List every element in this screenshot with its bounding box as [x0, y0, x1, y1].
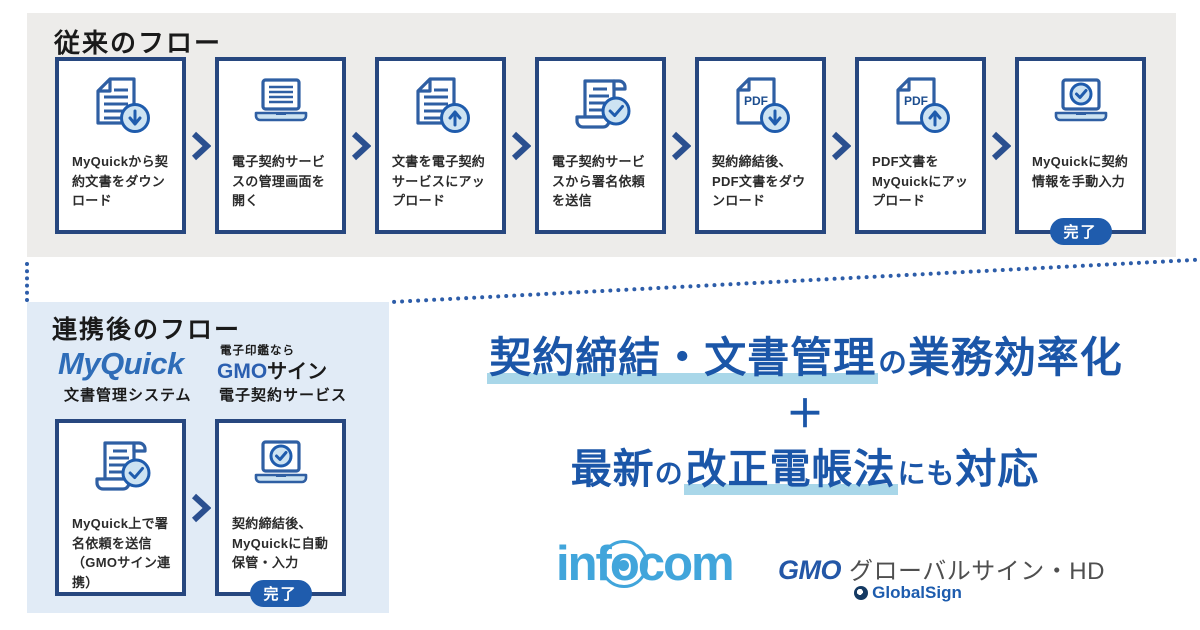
- flow-step-text: 文書を電子契約サービスにアップロード: [392, 154, 486, 208]
- headline-line2-rest: 対応: [955, 446, 1040, 493]
- infocom-logo-target-icon: o: [599, 536, 648, 592]
- gmo-hd-logo-rest: グローバルサイン・HD: [849, 558, 1105, 585]
- flow-step: 契約締結後、MyQuickに自動保管・入力完了: [215, 419, 346, 607]
- headline-line1-particle: の: [878, 347, 908, 379]
- legacy-flow-title: 従来のフロー: [54, 28, 223, 58]
- svg-text:PDF: PDF: [904, 94, 928, 108]
- headline: 契約締結・文書管理の業務効率化 ＋ 最新の改正電帳法にも対応: [450, 332, 1160, 496]
- scroll-check-icon: [59, 436, 182, 500]
- headline-line2-highlight: 改正電帳法: [683, 446, 898, 496]
- flow-step: MyQuickから契約文書をダウンロード: [55, 57, 186, 234]
- scroll-check-icon: [539, 74, 662, 138]
- flow-step-text: MyQuick上で署名依頼を送信（GMOサイン連携）: [72, 516, 171, 590]
- arrow-right-icon: [186, 57, 215, 234]
- gmo-hd-logo-gmo: GMO: [778, 555, 842, 585]
- flow-step-text: 電子契約サービスから署名依頼を送信: [552, 154, 646, 208]
- gmo-sign-logo-gmo: GMO: [217, 360, 268, 383]
- globalsign-logo: GlobalSign: [828, 583, 988, 603]
- dotted-separator-vertical: [25, 262, 29, 302]
- gmo-sign-tagline: 電子印鑑なら: [220, 345, 295, 357]
- headline-plus: ＋: [785, 393, 824, 436]
- flow-step: 文書を電子契約サービスにアップロード: [375, 57, 506, 234]
- gmo-sign-logo: GMOサイン: [217, 355, 327, 384]
- infocom-outer-ring-icon: [599, 540, 648, 588]
- flow-step-text: 電子契約サービスの管理画面を開く: [232, 154, 326, 208]
- flow-step-text: MyQuickから契約文書をダウンロード: [72, 154, 169, 208]
- headline-line1-rest: 業務効率化: [907, 334, 1123, 381]
- laptop-check-icon: [1019, 74, 1142, 134]
- flow-step: MyQuick上で署名依頼を送信（GMOサイン連携）: [55, 419, 186, 596]
- infocom-logo: infocom: [556, 536, 735, 592]
- globalsign-icon: [854, 586, 869, 600]
- pdf-upload-icon: PDF: [859, 74, 982, 138]
- flow-step: 電子契約サービスから署名依頼を送信: [535, 57, 666, 234]
- gmo-sign-label: 電子契約サービス: [219, 387, 348, 404]
- dotted-separator-diagonal: [392, 257, 1200, 304]
- myquick-label: 文書管理システム: [64, 387, 192, 404]
- myquick-logo: MyQuick: [58, 346, 184, 381]
- headline-line2-small: にも: [897, 458, 956, 490]
- flow-step-text: 契約締結後、MyQuickに自動保管・入力: [232, 516, 329, 570]
- legacy-flow-steps: MyQuickから契約文書をダウンロード 電子契約サービスの管理画面を開く 文書…: [55, 57, 1146, 245]
- flow-step: 電子契約サービスの管理画面を開く: [215, 57, 346, 234]
- arrow-right-icon: [346, 57, 375, 234]
- headline-line1-highlight: 契約締結・文書管理: [487, 334, 879, 384]
- arrow-right-icon: [506, 57, 535, 234]
- arrow-right-icon: [986, 57, 1015, 234]
- arrow-right-icon: [826, 57, 855, 234]
- done-badge: 完了: [1049, 218, 1112, 245]
- headline-line2-lead: 最新: [570, 446, 655, 493]
- laptop-icon: [219, 74, 342, 134]
- infocom-center-dot-icon: [618, 559, 630, 571]
- flow-step-text: MyQuickに契約情報を手動入力: [1032, 154, 1129, 189]
- integrated-flow-title: 連携後のフロー: [52, 316, 242, 344]
- flow-step-text: PDF文書をMyQuickにアップロード: [872, 154, 969, 208]
- headline-line2-particle: の: [654, 458, 684, 490]
- svg-text:PDF: PDF: [744, 94, 768, 108]
- flow-step: MyQuickに契約情報を手動入力完了: [1015, 57, 1146, 245]
- laptop-check-icon: [219, 436, 342, 496]
- doc-download-icon: [59, 74, 182, 138]
- doc-upload-icon: [379, 74, 502, 138]
- integrated-flow-steps: MyQuick上で署名依頼を送信（GMOサイン連携） 契約締結後、MyQuick…: [55, 419, 346, 607]
- flow-step-text: 契約締結後、PDF文書をダウンロード: [712, 154, 806, 208]
- arrow-right-icon: [186, 419, 215, 596]
- headline-line1: 契約締結・文書管理の業務効率化: [450, 332, 1160, 385]
- arrow-right-icon: [666, 57, 695, 234]
- gmo-sign-logo-sign: サイン: [267, 361, 328, 383]
- gmo-globalsign-hd-logo: GMO グローバルサイン・HD: [778, 551, 1105, 586]
- pdf-download-icon: PDF: [699, 74, 822, 138]
- flow-step: PDF 契約締結後、PDF文書をダウンロード: [695, 57, 826, 234]
- done-badge: 完了: [249, 580, 312, 607]
- flow-step: PDF PDF文書をMyQuickにアップロード: [855, 57, 986, 234]
- globalsign-logo-text: GlobalSign: [872, 583, 962, 602]
- infocom-logo-part2: com: [637, 537, 735, 591]
- headline-line2: 最新の改正電帳法にも対応: [450, 444, 1160, 496]
